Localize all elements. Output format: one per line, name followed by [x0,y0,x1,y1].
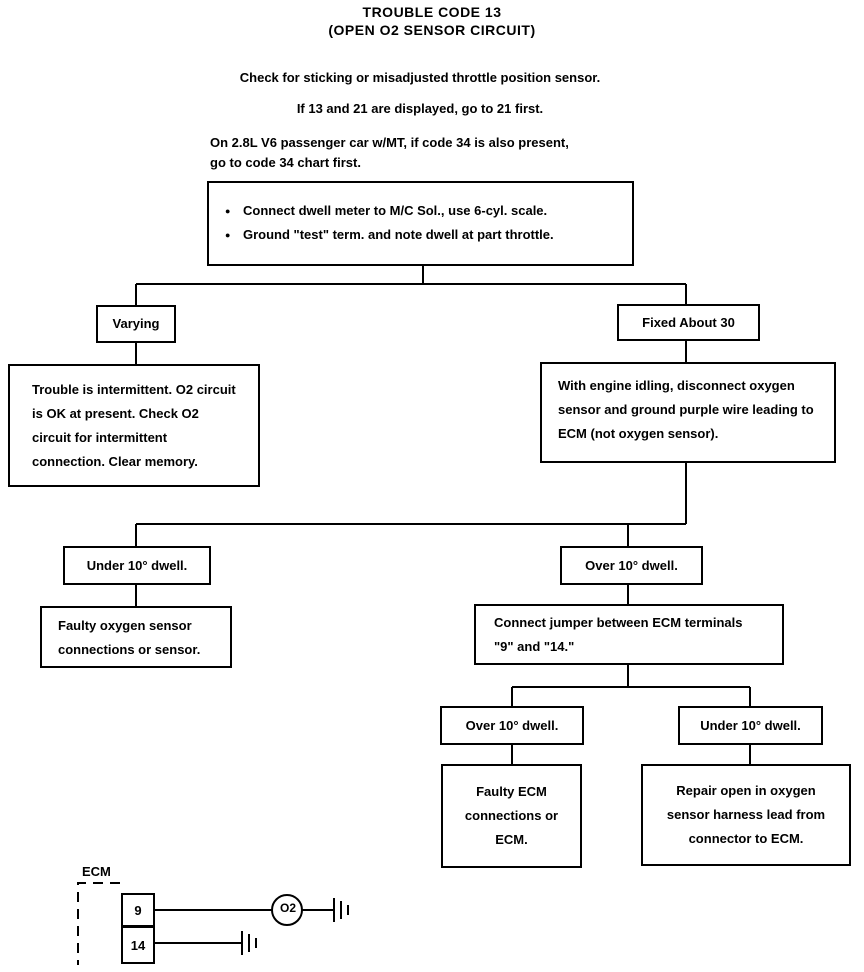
step-ground-test-term: Ground "test" term. and note dwell at pa… [219,223,622,247]
decision-fixed-30: Fixed About 30 [617,304,760,341]
ecm-label: ECM [82,864,111,879]
step-connect-dwell-meter: Connect dwell meter to M/C Sol., use 6-c… [219,199,622,223]
decision-over-10-dwell-label: Over 10° dwell. [585,557,678,573]
decision-varying: Varying [96,305,176,343]
decision-over-10-dwell: Over 10° dwell. [560,546,703,585]
result-faulty-sensor: Faulty oxygen sensor connections or sens… [40,606,232,668]
result-faulty-sensor-text: Faulty oxygen sensor connections or sens… [58,618,201,657]
note-code-21: If 13 and 21 are displayed, go to 21 fir… [296,101,544,116]
decision-under-10-dwell-label: Under 10° dwell. [86,557,188,573]
ecm-wiring-schematic [77,882,349,965]
note-throttle: Check for sticking or misadjusted thrott… [239,70,601,85]
start-step-list: Connect dwell meter to M/C Sol., use 6-c… [219,199,622,247]
chart-subtitle: (OPEN O2 SENSOR CIRCUIT) [328,22,536,38]
decision-under-10-dwell: Under 10° dwell. [63,546,211,585]
decision-under-10-dwell-jumper-label: Under 10° dwell. [700,717,801,733]
action-connect-jumper: Connect jumper between ECM terminals "9"… [474,604,784,665]
decision-fixed-30-label: Fixed About 30 [642,314,735,330]
ecm-pin-14: 14 [121,926,155,964]
result-intermittent-text: Trouble is intermittent. O2 circuit is O… [32,382,236,469]
result-faulty-ecm: Faulty ECM connections or ECM. [441,764,582,868]
decision-varying-label: Varying [112,316,160,331]
start-step-box: Connect dwell meter to M/C Sol., use 6-c… [207,181,634,266]
ecm-pin-9: 9 [121,893,155,927]
ecm-pin-14-label: 14 [130,937,146,953]
action-ground-purple-wire-text: With engine idling, disconnect oxygen se… [558,378,814,441]
result-intermittent: Trouble is intermittent. O2 circuit is O… [8,364,260,487]
chart-title: TROUBLE CODE 13 [362,4,502,20]
note-code-34-line1: On 2.8L V6 passenger car w/MT, if code 3… [210,135,569,150]
result-repair-harness: Repair open in oxygen sensor harness lea… [641,764,851,866]
ecm-pin-9-label: 9 [134,902,142,918]
note-code-34-line2: go to code 34 chart first. [210,155,361,170]
result-repair-harness-text: Repair open in oxygen sensor harness lea… [666,783,826,846]
decision-over-10-dwell-jumper: Over 10° dwell. [440,706,584,745]
result-faulty-ecm-text: Faulty ECM connections or ECM. [464,784,559,847]
oxygen-sensor-icon: O2 [275,901,301,915]
action-ground-purple-wire: With engine idling, disconnect oxygen se… [540,362,836,463]
oxygen-sensor-label: O2 [279,901,296,915]
decision-over-10-dwell-jumper-label: Over 10° dwell. [465,717,559,733]
decision-under-10-dwell-jumper: Under 10° dwell. [678,706,823,745]
action-connect-jumper-text: Connect jumper between ECM terminals "9"… [494,615,743,654]
